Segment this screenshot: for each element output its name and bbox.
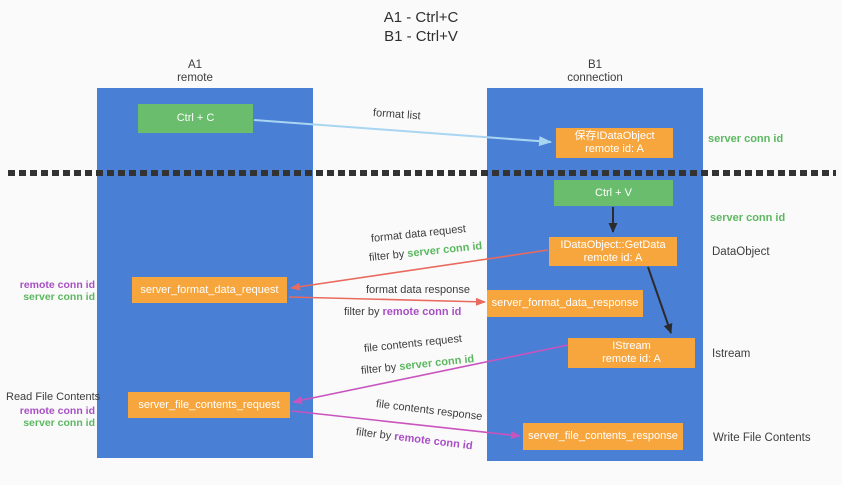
annotation-server-conn-id-mid: server conn id [710, 212, 786, 224]
label-file-contents-response: file contents response [375, 398, 483, 423]
node-ctrl-c: Ctrl + C [138, 104, 253, 133]
label-filter-by-remote-conn-id-2: filter by remote conn id [355, 426, 473, 452]
read-file-contents-label: Read File Contents [6, 391, 101, 403]
lane-header-a1: A1 remote [135, 59, 255, 84]
filter-by-text: filter by [368, 248, 405, 264]
lane-b1-id: B1 [587, 59, 603, 71]
annotation-conn-ids-format: remote conn id server conn id [8, 279, 95, 303]
remote-conn-id-text: remote conn id [393, 430, 474, 453]
node-server-format-data-response-label: server_format_data_response [491, 297, 639, 309]
title-line-2: B1 - Ctrl+V [384, 28, 458, 45]
node-server-file-contents-response: server_file_contents_response [523, 423, 683, 450]
node-server-format-data-request-label: server_format_data_request [140, 283, 279, 296]
annotation-dataobject: DataObject [712, 246, 770, 258]
label-filter-by-remote-conn-id-1: filter by remote conn id [344, 306, 461, 318]
annotation-server-conn-id-top: server conn id [708, 133, 784, 145]
node-save-dataobject-line2: remote id: A [585, 143, 644, 155]
arrow-format-data-response [288, 296, 486, 306]
remote-conn-id-label: remote conn id [19, 279, 95, 291]
lane-header-b1: B1 connection [535, 59, 655, 84]
filter-by-text: filter by [355, 426, 392, 443]
node-getdata-line1: IDataObject::GetData [560, 238, 666, 251]
label-filter-by-server-conn-id-2: filter by server conn id [360, 353, 474, 377]
node-istream-line2: remote id: A [602, 353, 661, 365]
label-filter-by-server-conn-id-1: filter by server conn id [368, 240, 482, 264]
node-server-file-contents-request: server_file_contents_request [128, 392, 290, 418]
annotation-istream: Istream [712, 348, 751, 360]
server-conn-id-text: server conn id [406, 240, 483, 260]
node-getdata-line2: remote id: A [583, 251, 643, 264]
lane-b1-role: connection [567, 71, 623, 84]
node-ctrl-v: Ctrl + V [554, 180, 673, 206]
server-conn-id-label: server conn id [23, 417, 95, 429]
node-server-file-contents-request-label: server_file_contents_request [138, 398, 280, 411]
lane-a1-id: A1 [187, 59, 203, 71]
label-format-list: format list [372, 107, 421, 123]
annotation-read-file-contents-block: Read File Contents remote conn id server… [6, 391, 101, 429]
remote-conn-id-text: remote conn id [382, 306, 462, 318]
node-istream: IStream remote id: A [568, 338, 695, 368]
server-conn-id-text: server conn id [398, 353, 475, 373]
annotation-write-file-contents: Write File Contents [713, 432, 811, 444]
label-file-contents-request: file contents request [363, 332, 463, 355]
node-ctrl-v-label: Ctrl + V [595, 186, 632, 199]
node-istream-line1: IStream [612, 340, 651, 352]
node-save-dataobject: 保存IDataObject remote id: A [556, 128, 673, 158]
filter-by-text: filter by [344, 306, 380, 318]
server-conn-id-label: server conn id [23, 291, 95, 303]
node-server-file-contents-response-label: server_file_contents_response [528, 430, 678, 442]
label-format-data-request: format data request [370, 223, 467, 245]
remote-conn-id-label: remote conn id [19, 405, 95, 417]
node-server-format-data-request: server_format_data_request [132, 277, 287, 303]
title-line-1: A1 - Ctrl+C [383, 9, 459, 26]
node-server-format-data-response: server_format_data_response [487, 290, 643, 317]
node-ctrl-c-label: Ctrl + C [176, 112, 215, 124]
lane-a1-role: remote [177, 71, 213, 84]
node-getdata: IDataObject::GetData remote id: A [549, 237, 677, 266]
diagram-title: A1 - Ctrl+C B1 - Ctrl+V [0, 8, 842, 46]
filter-by-text: filter by [360, 361, 397, 377]
node-save-dataobject-line1: 保存IDataObject [574, 130, 655, 142]
phase-separator-line [8, 170, 836, 176]
label-format-data-response: format data response [366, 284, 470, 296]
